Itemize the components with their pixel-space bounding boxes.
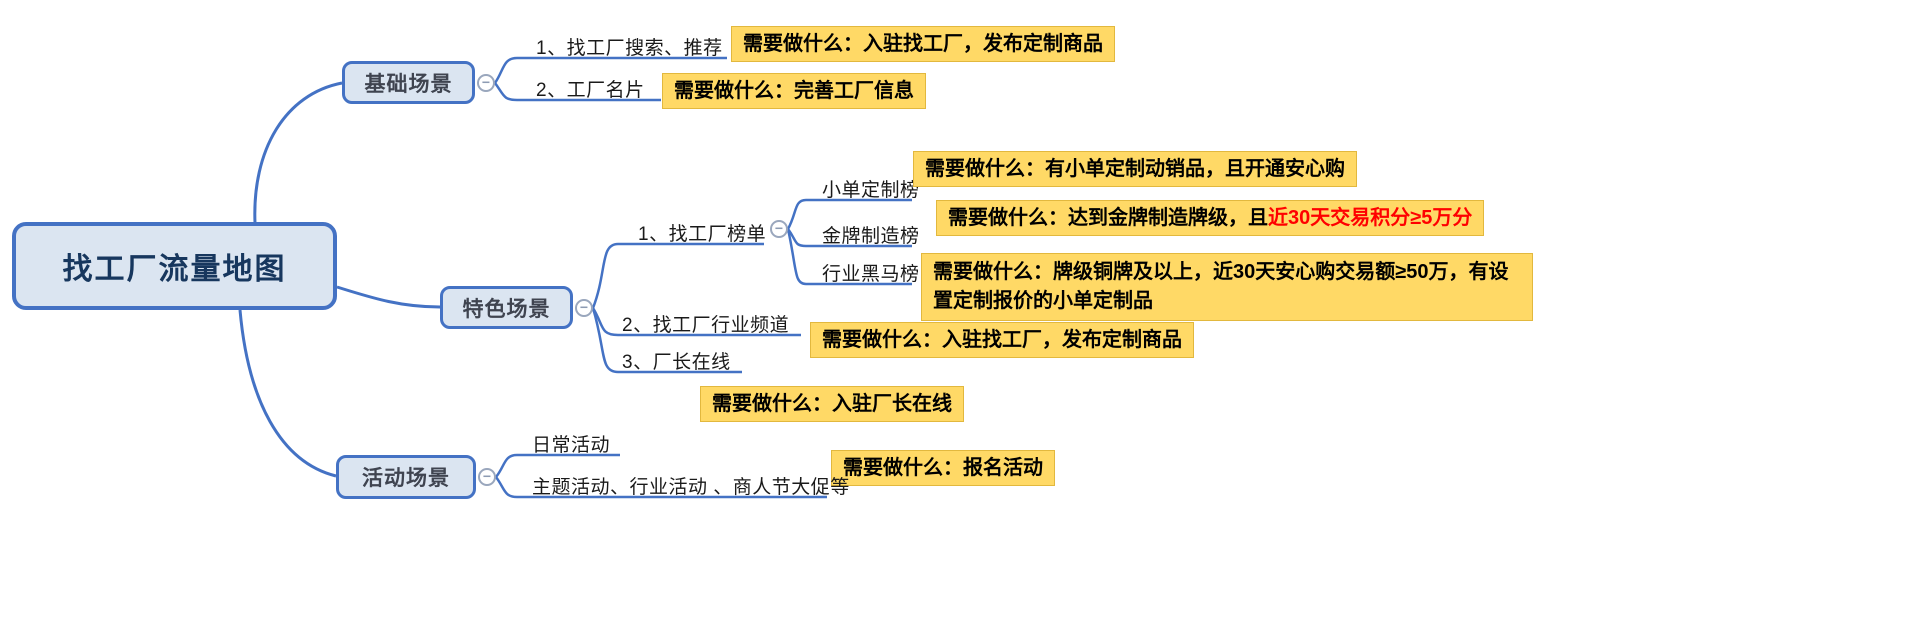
leaf-theme-label[interactable]: 主题活动、行业活动 、商人节大促等 xyxy=(532,477,850,498)
branch-basic-label: 基础场景 xyxy=(364,72,453,96)
note-small-order[interactable]: 需要做什么：有小单定制动销品，且开通安心购 xyxy=(913,151,1357,187)
note-industry-channel[interactable]: 需要做什么：入驻找工厂，发布定制商品 xyxy=(810,322,1194,358)
connector-featured-ranking xyxy=(591,242,764,309)
minus-icon: − xyxy=(579,299,589,315)
note-gold-medal-highlight: 近30天交易积分≥5万分 xyxy=(1268,207,1473,229)
collapse-toggle-basic[interactable]: − xyxy=(477,74,495,92)
leaf-card-label[interactable]: 2、工厂名片 xyxy=(536,80,645,101)
minus-icon: − xyxy=(481,74,491,90)
leaf-search-label[interactable]: 1、找工厂搜索、推荐 xyxy=(536,38,723,59)
branch-activity-label: 活动场景 xyxy=(362,467,450,490)
leaf-industry-channel-label[interactable]: 2、找工厂行业频道 xyxy=(622,315,790,336)
note-gold-medal[interactable]: 需要做什么：达到金牌制造牌级，且近30天交易积分≥5万分 xyxy=(936,200,1485,236)
minus-icon: − xyxy=(774,220,784,236)
leaf-factory-director-label[interactable]: 3、厂长在线 xyxy=(622,352,731,373)
note-dark-horse[interactable]: 需要做什么：牌级铜牌及以上，近30天安心购交易额≥50万，有设置定制报价的小单定… xyxy=(921,253,1533,321)
note-daily[interactable]: 需要做什么：报名活动 xyxy=(831,450,1055,486)
leaf-ranking-label[interactable]: 1、找工厂榜单 xyxy=(638,224,767,245)
connector-ranking-gold-medal xyxy=(786,228,912,248)
root-label: 找工厂流量地图 xyxy=(62,253,287,286)
branch-node-activity[interactable]: 活动场景 xyxy=(336,455,476,499)
connector-ranking-dark-horse xyxy=(786,228,912,286)
note-factory-director[interactable]: 需要做什么：入驻厂长在线 xyxy=(700,386,964,422)
collapse-toggle-activity[interactable]: − xyxy=(478,468,496,486)
branch-node-basic[interactable]: 基础场景 xyxy=(342,61,475,104)
connector-root-activity xyxy=(238,309,337,478)
note-card[interactable]: 需要做什么：完善工厂信息 xyxy=(662,73,926,109)
branch-featured-label: 特色场景 xyxy=(462,297,551,321)
leaf-daily-label[interactable]: 日常活动 xyxy=(532,435,611,456)
connector-activity-theme xyxy=(494,476,827,499)
root-node[interactable]: 找工厂流量地图 xyxy=(12,222,337,310)
connector-basic-search xyxy=(493,56,727,84)
note-gold-medal-text: 需要做什么：达到金牌制造牌级，且 xyxy=(948,207,1268,229)
collapse-toggle-ranking[interactable]: − xyxy=(770,220,788,238)
collapse-toggle-featured[interactable]: − xyxy=(575,299,593,317)
connector-activity-daily xyxy=(495,453,620,478)
connector-featured-director xyxy=(591,307,742,374)
minus-icon: − xyxy=(482,468,492,484)
connector-ranking-small-order xyxy=(786,198,912,230)
leaf-gold-medal-label[interactable]: 金牌制造榜 xyxy=(822,226,920,247)
connector-basic-card xyxy=(493,82,661,102)
leaf-dark-horse-label[interactable]: 行业黑马榜 xyxy=(822,264,920,285)
leaf-small-order-label[interactable]: 小单定制榜 xyxy=(822,180,920,201)
branch-node-featured[interactable]: 特色场景 xyxy=(440,286,573,329)
connector-root-basic xyxy=(253,81,343,224)
connector-root-featured xyxy=(336,285,441,309)
connector-featured-channel xyxy=(591,307,801,337)
note-search[interactable]: 需要做什么：入驻找工厂，发布定制商品 xyxy=(731,26,1115,62)
